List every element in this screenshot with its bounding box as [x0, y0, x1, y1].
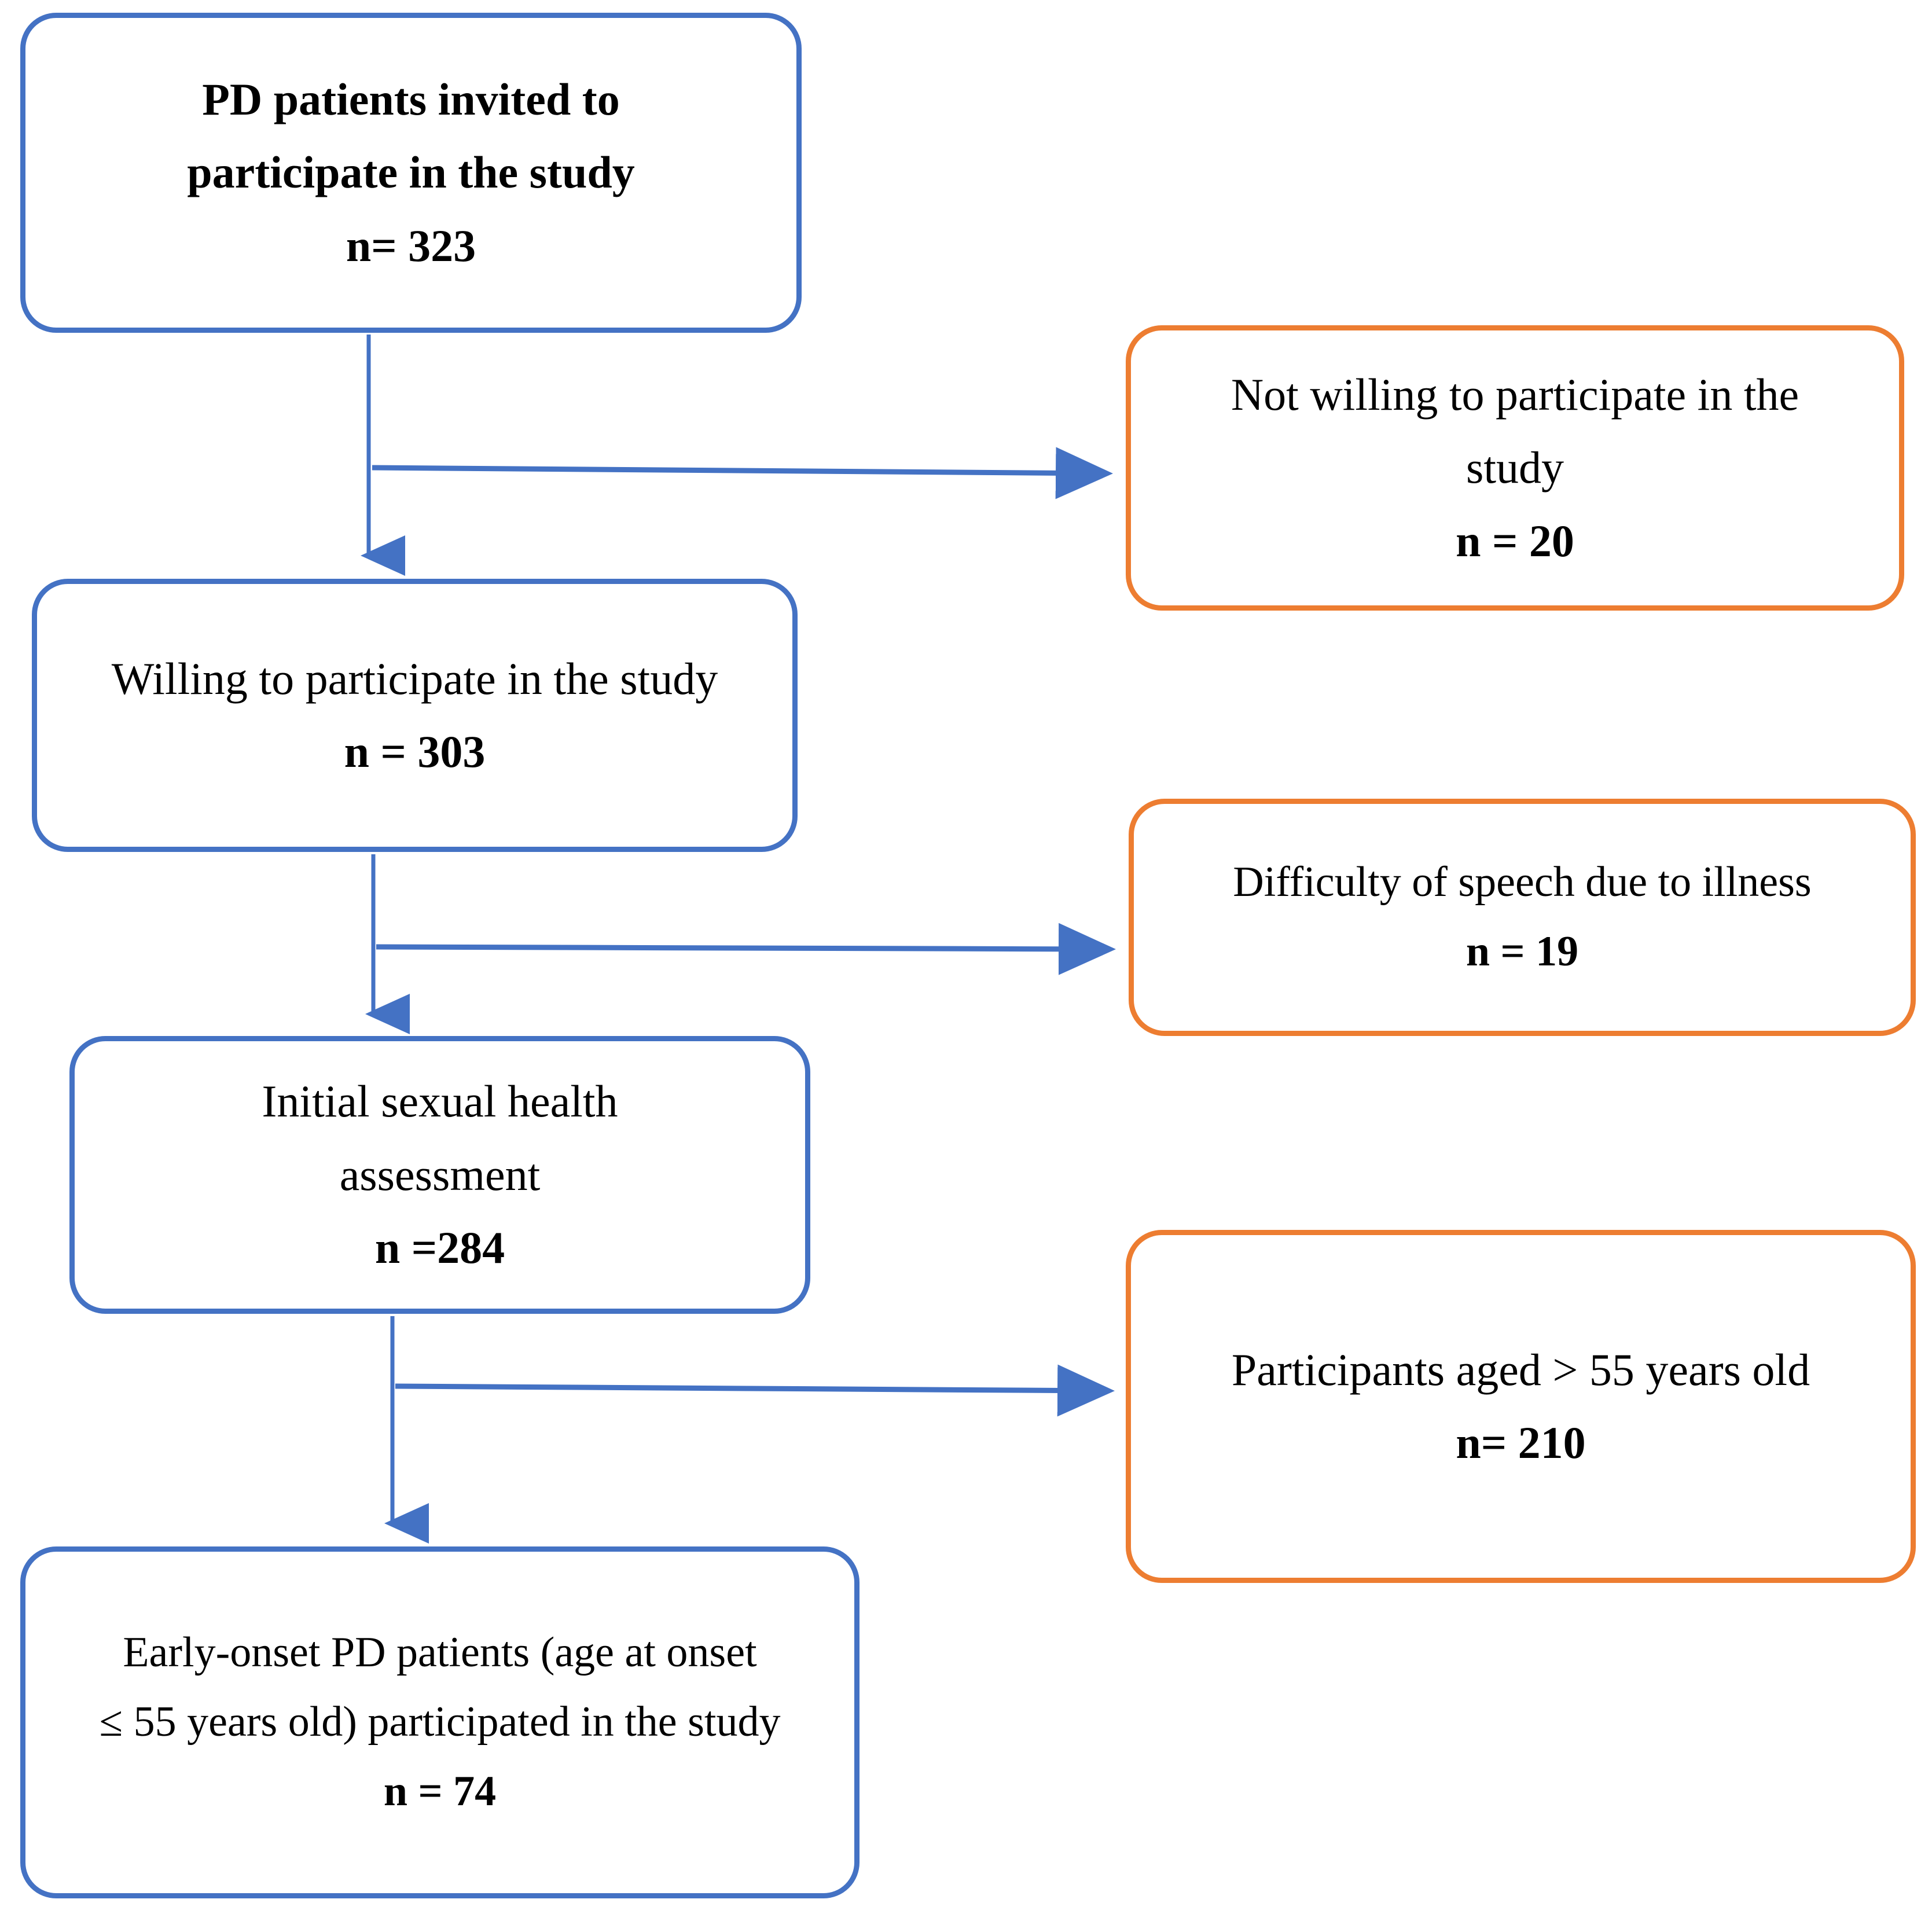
node-difficulty-of-speech: Difficulty of speech due to illness n = …: [1129, 799, 1916, 1036]
node-line: Difficulty of speech due to illness: [1233, 858, 1812, 906]
node-participants-aged-over-55: Participants aged > 55 years old n= 210: [1126, 1230, 1916, 1583]
node-early-onset-pd-patients: Early-onset PD patients (age at onset ≤ …: [20, 1546, 860, 1898]
node-line: Not willing to participate in the: [1231, 369, 1799, 420]
edge-assessment-to-aged-over-55: [395, 1364, 1115, 1417]
node-line: Willing to participate in the study: [111, 653, 718, 704]
node-line: participate in the study: [187, 147, 635, 198]
edge-invited-to-not-willing: [372, 447, 1113, 499]
node-pd-patients-invited: PD patients invited to participate in th…: [20, 13, 802, 333]
node-line: Early-onset PD patients (age at onset: [123, 1629, 757, 1677]
node-initial-sexual-health-assessment: Initial sexual health assessment n =284: [69, 1036, 810, 1314]
node-line: PD patients invited to: [202, 74, 620, 124]
node-count: n= 323: [346, 220, 476, 271]
node-line: assessment: [339, 1149, 541, 1200]
node-not-willing-to-participate: Not willing to participate in the study …: [1126, 325, 1904, 611]
node-count: n = 303: [344, 726, 486, 777]
node-line: Initial sexual health: [262, 1076, 618, 1127]
node-count: n = 74: [383, 1767, 497, 1815]
node-line: ≤ 55 years old) participated in the stud…: [99, 1698, 781, 1746]
node-count: n = 20: [1456, 515, 1574, 566]
node-count: n= 210: [1456, 1417, 1586, 1468]
node-count: n =284: [374, 1222, 505, 1273]
node-line: Participants aged > 55 years old: [1231, 1344, 1810, 1395]
node-count: n = 19: [1465, 928, 1579, 975]
node-willing-to-participate: Willing to participate in the study n = …: [32, 579, 798, 852]
edge-willing-to-speech-difficulty: [376, 923, 1116, 975]
node-line: study: [1465, 442, 1564, 493]
